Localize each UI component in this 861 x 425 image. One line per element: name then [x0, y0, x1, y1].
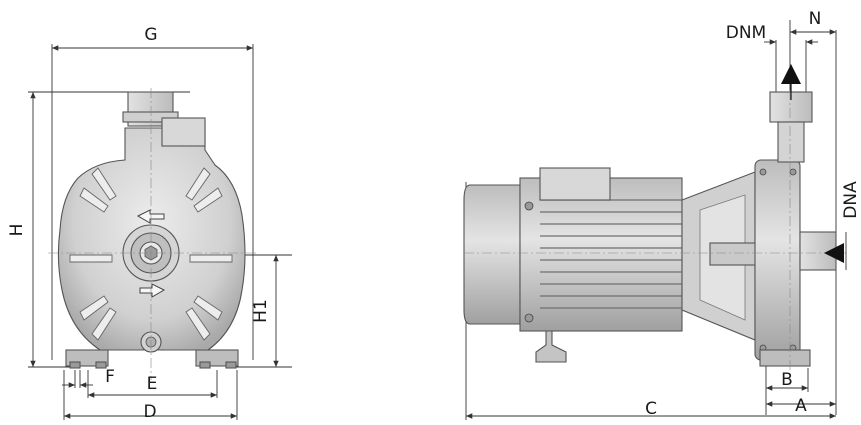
dim-label-d: D — [143, 402, 156, 422]
dim-label-e: E — [147, 374, 158, 394]
dim-label-a: A — [795, 396, 807, 416]
front-view: G H H1 F E D — [7, 25, 292, 422]
arrow-up-icon — [781, 64, 801, 84]
side-view: C A B N DNM DNA — [463, 9, 861, 420]
dim-label-n: N — [809, 9, 822, 29]
dim-label-dnm: DNM — [726, 23, 766, 43]
dim-label-h1: H1 — [251, 299, 271, 323]
dim-label-g: G — [144, 25, 157, 45]
dim-label-h: H — [7, 224, 27, 237]
terminal-box — [539, 167, 611, 201]
pump-casing-side — [754, 159, 801, 361]
dim-label-f: F — [105, 367, 115, 387]
motor-fan-cover — [463, 184, 521, 325]
dim-label-b: B — [781, 370, 793, 390]
motor-body — [519, 177, 683, 332]
inlet-arrow-left-icon — [824, 243, 844, 263]
dim-label-c: C — [645, 399, 657, 419]
dim-label-dna: DNA — [841, 181, 861, 219]
arrow-right-icon — [139, 283, 166, 298]
